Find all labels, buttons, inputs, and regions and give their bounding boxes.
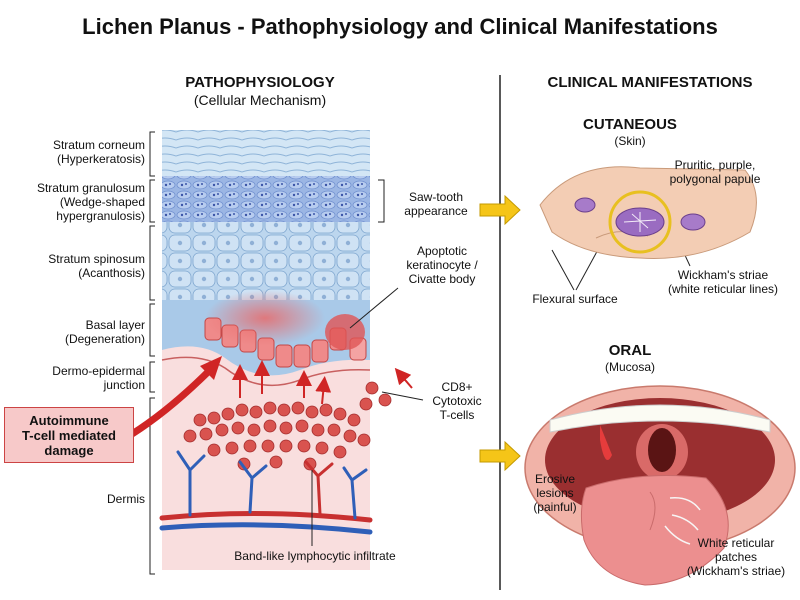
clinical-heading: CLINICAL MANIFESTATIONS [547,74,753,91]
oral-mouth-illustration [524,385,796,586]
label-stratum-corneum: Stratum corneum(Hyperkeratosis) [52,138,145,166]
t-cell-migration-arrows [232,360,413,405]
label-dermis: Dermis [107,492,145,506]
label-wickham-striae: Wickham's striae(white reticular lines) [667,268,779,296]
label-basal-layer: Basal layer(Degeneration) [64,318,145,346]
lymphocyte-infiltrate [183,381,392,471]
pathophysiology-subheading: (Cellular Mechanism) [193,92,327,108]
oral-heading: ORAL [608,342,652,359]
label-band-like-infiltrate: Band-like lymphocytic infiltrate [234,549,396,563]
layer-brackets [149,131,385,575]
autoimmune-box: Autoimmune T-cell mediated damage [4,407,134,463]
pathophysiology-heading: PATHOPHYSIOLOGY [185,74,335,91]
cutaneous-subheading: (Skin) [614,134,646,148]
label-flexural-surface: Flexural surface [532,292,618,306]
autoimmune-arrow [130,365,215,437]
cutaneous-heading: CUTANEOUS [583,116,677,133]
civatte-body [325,314,365,350]
skin-section-illustration [159,130,413,570]
blood-vessels [159,450,373,535]
page-title: Lichen Planus - Pathophysiology and Clin… [82,14,718,39]
label-stratum-spinosum: Stratum spinosum(Acanthosis) [48,252,145,280]
magnifier-circle-icon [608,190,672,254]
oral-subheading: (Mucosa) [604,360,655,374]
label-papule: Pruritic, purple,polygonal papule [669,158,761,186]
cutaneous-skin-illustration [539,166,757,259]
yellow-arrows [479,194,521,472]
